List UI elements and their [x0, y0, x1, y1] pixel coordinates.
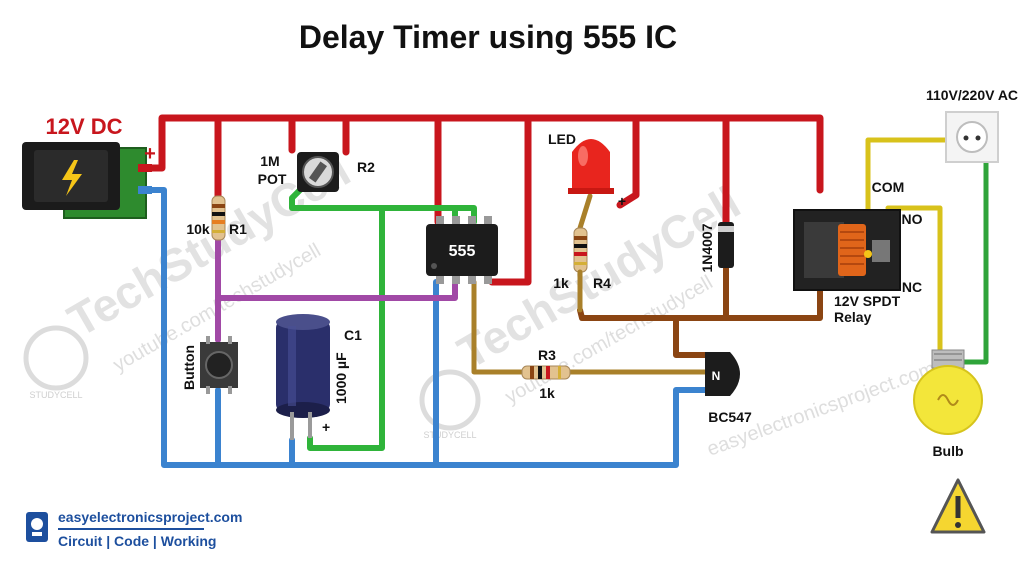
r3-label: R3	[538, 347, 556, 363]
button-label: Button	[181, 345, 197, 390]
ground-rail	[147, 187, 708, 468]
watermark-studycell-logo-center: STUDYCELL	[419, 369, 481, 440]
collector-wire	[577, 265, 823, 358]
watermark-studycell-text-left: STUDYCELL	[29, 390, 82, 400]
trigger-wire	[215, 237, 458, 343]
led-wire	[577, 193, 593, 231]
r3-value-label: 1k	[539, 385, 555, 401]
supply-label: 12V DC	[45, 114, 122, 139]
brand-logo: easyelectronicsproject.com Circuit | Cod…	[26, 509, 242, 549]
led-plus-label: +	[618, 193, 626, 209]
led-label: LED	[548, 131, 576, 147]
push-button: Button	[181, 336, 238, 394]
ic-555: 555	[426, 216, 498, 284]
pot-type-label: POT	[258, 171, 287, 187]
positive-rail	[146, 114, 824, 286]
brand-tagline-text: Circuit | Code | Working	[58, 533, 216, 549]
pot-value-label: 1M	[260, 153, 279, 169]
bulb-label: Bulb	[932, 443, 963, 459]
relay-com-label: COM	[872, 179, 905, 195]
r4-label: R4	[593, 275, 611, 291]
c1-plus-label: +	[322, 419, 330, 435]
relay-nc-label: NC	[902, 279, 922, 295]
watermark-studycell-logo-left: STUDYCELL	[23, 325, 89, 400]
transistor-label: BC547	[708, 409, 752, 425]
r1-value-label: 10k	[186, 221, 210, 237]
ac-socket: 110V/220V AC	[926, 87, 1018, 163]
ic-label: 555	[449, 243, 476, 260]
c1-label: C1	[344, 327, 362, 343]
resistor-r1: 10k R1	[186, 195, 247, 241]
c1-value-label: 1000 µF	[333, 352, 349, 404]
output-wire	[471, 279, 708, 375]
resistor-r3: R3 1k	[521, 347, 571, 401]
transistor-bc547: N BC547	[705, 352, 752, 425]
r2-label: R2	[357, 159, 375, 175]
potentiometer-r2: 1M POT R2	[258, 152, 375, 192]
relay: COM NO NC 12V SPDT Relay	[793, 179, 923, 325]
svg-text:N: N	[712, 369, 721, 383]
diode-1n4007: 1N4007	[699, 222, 734, 273]
lightning-icon	[62, 160, 82, 196]
brand-site-text: easyelectronicsproject.com	[58, 509, 242, 525]
warning-icon	[930, 478, 986, 534]
diagram-title: Delay Timer using 555 IC	[299, 19, 677, 55]
supply-plus-label: +	[144, 143, 156, 165]
relay-type-label: Relay	[834, 309, 872, 325]
diode-label: 1N4007	[699, 223, 715, 272]
watermark-studycell-text-center: STUDYCELL	[423, 430, 476, 440]
r1-label: R1	[229, 221, 247, 237]
capacitor-c1: C1 1000 µF +	[276, 314, 362, 440]
relay-no-label: NO	[902, 211, 923, 227]
r4-value-label: 1k	[553, 275, 569, 291]
relay-rating-label: 12V SPDT	[834, 293, 901, 309]
bulb: Bulb	[913, 349, 983, 459]
led: LED +	[548, 131, 626, 209]
ac-label: 110V/220V AC	[926, 87, 1018, 103]
dc-jack: 12V DC +	[22, 114, 156, 219]
resistor-r4: 1k R4	[553, 227, 611, 313]
